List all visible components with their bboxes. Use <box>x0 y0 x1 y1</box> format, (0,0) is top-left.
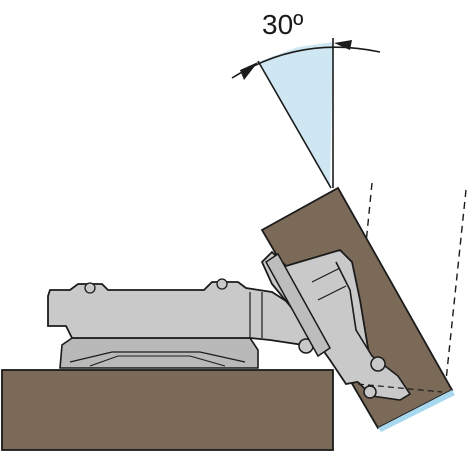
dashed-guide-line-2 <box>444 189 467 391</box>
angle-label: 30º <box>262 9 303 40</box>
hinge-cup-inner <box>335 261 412 401</box>
door-screw-icon-2 <box>363 385 377 399</box>
hinge-screw-icon-2 <box>216 278 228 290</box>
door-reference-dashed <box>357 383 443 393</box>
hinge-cup-slot-2 <box>317 285 347 301</box>
hinge-cup-slot <box>311 267 341 283</box>
door-edge-highlight <box>378 390 455 432</box>
hinge-base-detail <box>69 351 246 363</box>
hinge-base-detail-2 <box>89 355 226 367</box>
opening-angle-wedge <box>258 42 333 188</box>
hinge-base-plate <box>59 337 259 369</box>
hinge-screw-icon <box>84 282 96 294</box>
door-screw-icon <box>370 356 386 372</box>
arc-arrow-right-icon <box>334 40 352 50</box>
cabinet-side-panel <box>1 369 334 451</box>
hinge-link-plate <box>265 252 331 358</box>
arc-arrow-left-icon <box>240 62 258 80</box>
door-plane-line <box>257 60 332 189</box>
